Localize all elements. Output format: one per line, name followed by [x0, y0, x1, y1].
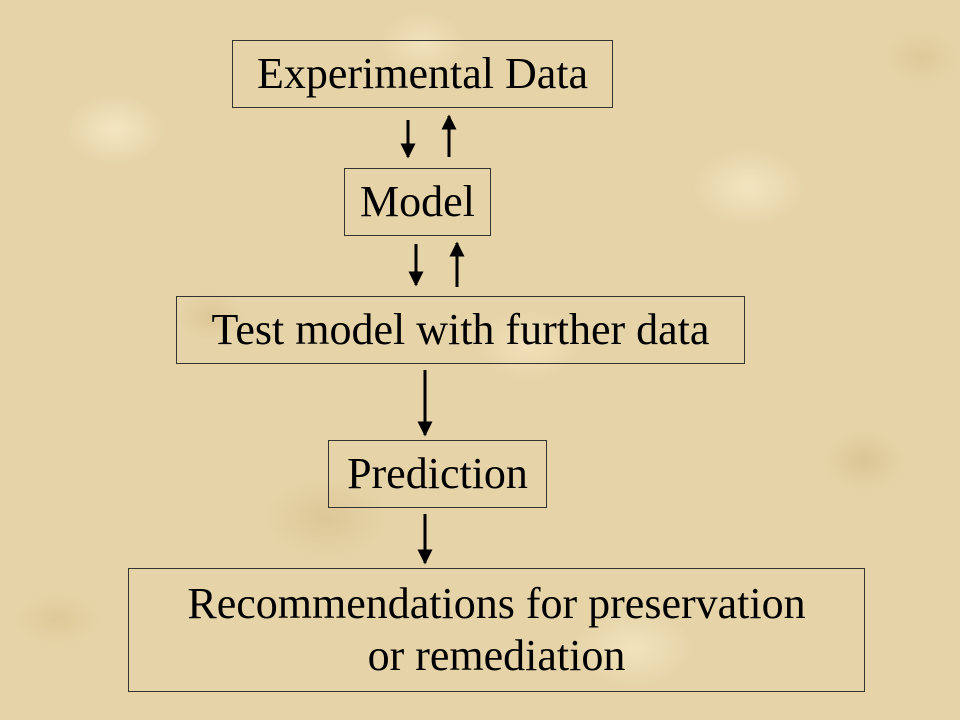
- model-label: Model: [360, 177, 475, 226]
- test-model-box: Test model with further data: [176, 296, 745, 364]
- prediction-label: Prediction: [347, 449, 528, 498]
- test-model-label: Test model with further data: [211, 305, 710, 354]
- recommendations-label-line1: Recommendations for preservation: [187, 579, 806, 629]
- experimental-data-box: Experimental Data: [232, 40, 613, 108]
- recommendations-box: Recommendations for preservation or reme…: [128, 568, 865, 692]
- recommendations-label-line2: or remediation: [367, 631, 626, 680]
- model-box: Model: [344, 168, 491, 236]
- experimental-data-label: Experimental Data: [256, 49, 589, 98]
- prediction-box: Prediction: [328, 440, 547, 508]
